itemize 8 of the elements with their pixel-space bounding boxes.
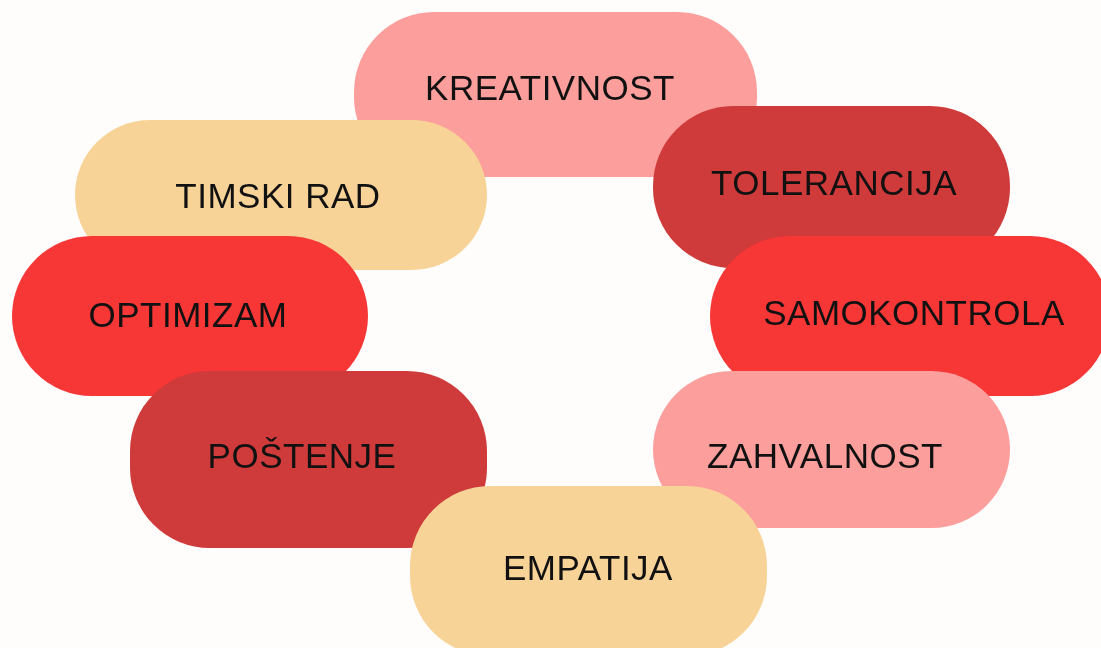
pill-label: KREATIVNOST <box>425 68 675 108</box>
pill-label: OPTIMIZAM <box>88 295 288 335</box>
pill-label: TIMSKI RAD <box>175 176 381 216</box>
pill-label: EMPATIJA <box>503 548 673 588</box>
pill-label: POŠTENJE <box>207 436 397 476</box>
pill-label: TOLERANCIJA <box>711 163 957 203</box>
pill-label: ZAHVALNOST <box>707 436 943 476</box>
pill-label: SAMOKONTROLA <box>763 293 1065 333</box>
